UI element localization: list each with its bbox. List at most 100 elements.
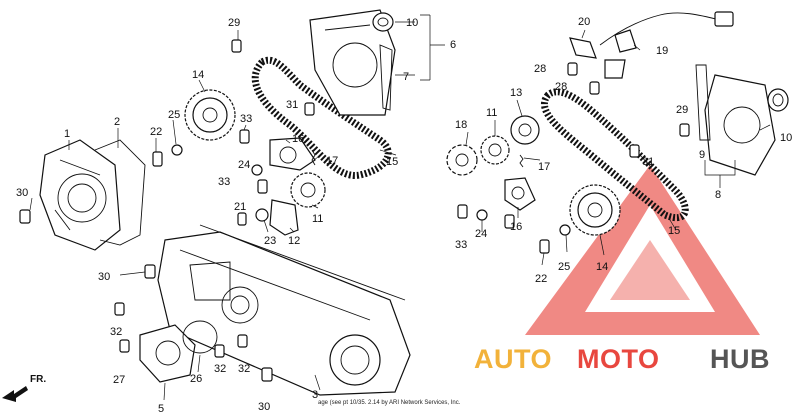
watermark-word-hub: HUB: [710, 344, 770, 374]
bracket-sensor: [604, 59, 626, 79]
callout-15-right: 15: [668, 225, 680, 237]
callout-33-left-a: 33: [240, 113, 252, 125]
callout-27: 27: [113, 374, 125, 386]
callout-7: 7: [403, 71, 409, 83]
bolt-31-left: [304, 102, 315, 116]
callout-32-b: 32: [214, 363, 226, 375]
callout-19: 19: [656, 45, 668, 57]
bolt-22-right: [539, 239, 550, 254]
front-direction-arrow: FR.: [2, 374, 46, 402]
callout-10-right: 10: [780, 132, 792, 144]
callout-28-a: 28: [534, 63, 546, 75]
callout-17-left: 17: [326, 155, 338, 167]
bolt-30-lower-b: [261, 367, 273, 382]
callout-16-right: 16: [510, 221, 522, 233]
callout-13: 13: [510, 87, 522, 99]
bolt-30-lower-a: [144, 264, 156, 279]
seal-10-right: [767, 88, 789, 112]
pulley-11-left: [290, 172, 326, 208]
bolt-32-b: [214, 344, 225, 358]
bolt-28-a: [567, 62, 578, 76]
bolt-21: [237, 212, 247, 226]
callout-31-left: 31: [286, 99, 298, 111]
cover-gasket-left: [94, 139, 146, 246]
bolt-33-left-a: [239, 129, 250, 144]
gasket-9-right: [695, 64, 711, 141]
callout-18: 18: [455, 119, 467, 131]
washer-24-right: [476, 209, 488, 221]
bolt-31-right: [629, 144, 640, 158]
gasket-7-left: [379, 44, 393, 111]
seal-26: [182, 320, 218, 354]
callout-8: 8: [715, 189, 721, 201]
callout-numbers: 1 2 3 5 6 7 8 9 10 10 11 11 12 13 14 14 …: [16, 16, 792, 415]
callout-30-lower-b: 30: [258, 401, 270, 413]
washer-25-right: [559, 224, 571, 236]
bolt-33-right-b: [504, 214, 515, 229]
washer-23: [255, 208, 269, 222]
tensioner-16-left: [269, 137, 316, 171]
pulley-13: [510, 115, 540, 145]
callout-2: 2: [114, 116, 120, 128]
callout-3: 3: [312, 389, 318, 401]
timing-belt-right: [540, 88, 689, 222]
callout-23: 23: [264, 235, 276, 247]
copyright-text: age (see pt 10/35. 2.14 by ARI Network S…: [318, 400, 461, 406]
callout-29-left: 29: [228, 17, 240, 29]
sensor-20: [569, 37, 597, 59]
callout-20: 20: [578, 16, 590, 28]
callout-10-left: 10: [406, 17, 418, 29]
leader-lines: [29, 21, 771, 401]
callout-6: 6: [450, 39, 456, 51]
callout-17-right: 17: [538, 161, 550, 173]
pulley-11-right: [480, 135, 510, 165]
spring-17-left: [311, 149, 316, 166]
callout-1: 1: [64, 128, 70, 140]
sensor-harness-19: [599, 11, 734, 53]
callout-29-right: 29: [676, 104, 688, 116]
tensioner-16-right: [504, 177, 536, 211]
spring-17-right: [519, 154, 524, 168]
bolt-30-upper: [19, 209, 31, 224]
sprocket-18: [446, 144, 478, 176]
watermark-word-auto: AUTO: [474, 344, 552, 374]
callout-30-lower-a: 30: [98, 271, 110, 283]
callout-33-left-b: 33: [218, 176, 230, 188]
bolt-29-left: [231, 39, 242, 53]
bolt-32-a: [114, 302, 125, 316]
callout-14-right: 14: [596, 261, 608, 273]
upper-cover-left: [39, 139, 121, 251]
callout-11-right: 11: [486, 107, 497, 119]
camshaft-pulley-right: [569, 184, 621, 236]
callout-21: 21: [234, 201, 246, 213]
callout-32-c: 32: [238, 363, 250, 375]
callout-16-left: 16: [292, 133, 304, 145]
callout-14-left: 14: [192, 69, 204, 81]
lower-cover-3: [157, 224, 411, 396]
bolt-28-b: [589, 81, 600, 95]
camshaft-pulley-left: [184, 89, 236, 141]
callout-5: 5: [158, 403, 164, 415]
callout-15-left: 15: [386, 156, 398, 168]
washer-24-left: [251, 164, 263, 176]
seal-10-left: [372, 12, 394, 32]
callout-31-right: 31: [642, 156, 654, 168]
bolt-27: [119, 339, 130, 353]
callout-22-right: 22: [535, 273, 547, 285]
callout-24-left: 24: [238, 159, 250, 171]
bolt-32-c: [237, 334, 248, 348]
callout-22-left: 22: [150, 126, 162, 138]
callout-12: 12: [288, 235, 300, 247]
watermark-logo: [525, 165, 760, 335]
bolt-29-right: [679, 123, 690, 137]
callout-25-left: 25: [168, 109, 180, 121]
back-cover-right: [704, 74, 776, 176]
back-cover-left: [309, 9, 396, 116]
bolt-22-left: [152, 151, 163, 167]
bolt-33-left-b: [257, 179, 268, 194]
callout-30-upper: 30: [16, 187, 28, 199]
washer-25-left: [171, 144, 183, 156]
cover-5: [139, 324, 196, 383]
